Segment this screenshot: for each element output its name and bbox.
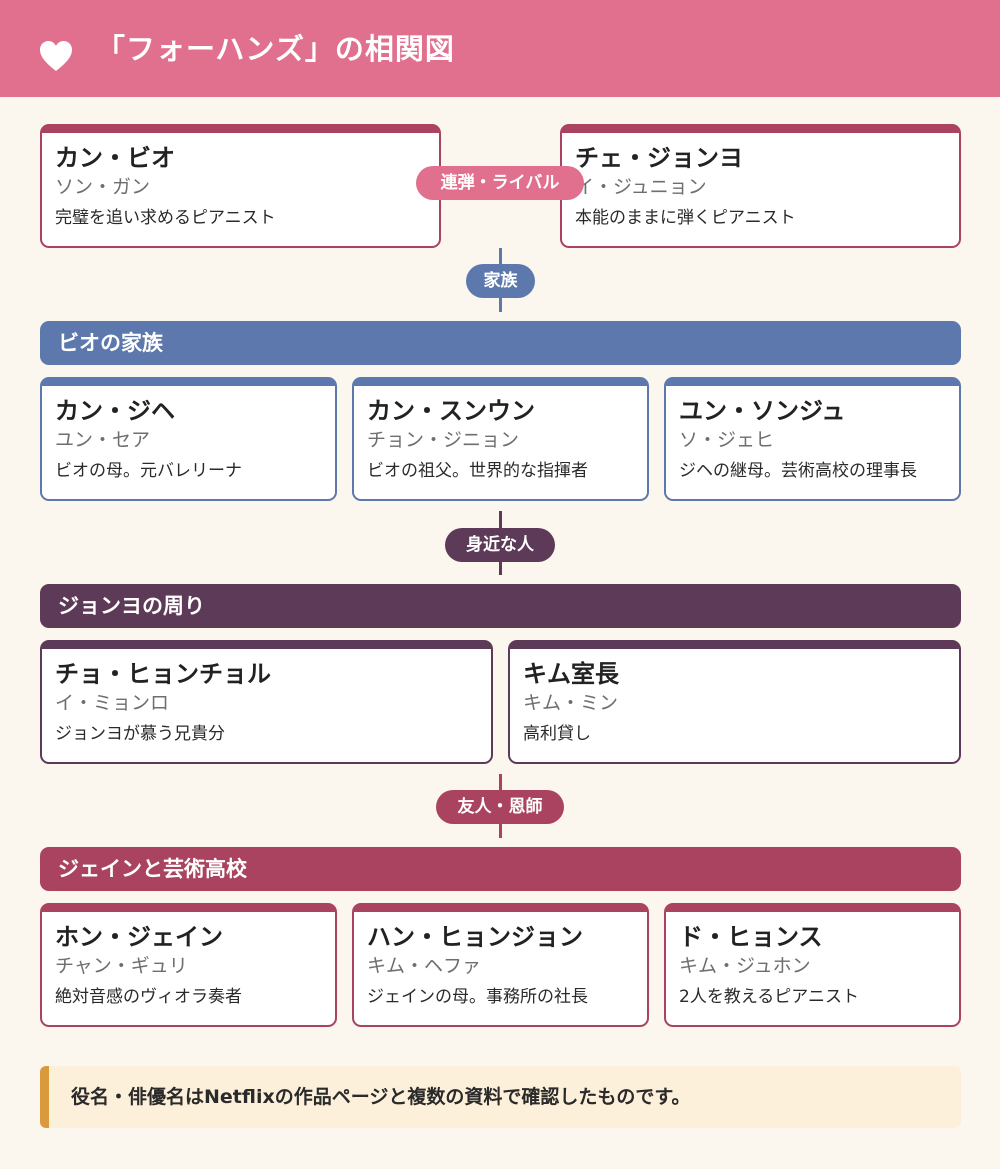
source-note: 役名・俳優名はNetflixの作品ページと複数の資料で確認したものです。: [40, 1066, 961, 1128]
character-card: チョ・ヒョンチョル イ・ミョンロ ジョンヨが慕う兄貴分: [40, 640, 493, 764]
relation-label-family: 家族: [466, 264, 535, 298]
character-name: ユン・ソンジュ: [679, 397, 846, 425]
character-card: ユン・ソンジュ ソ・ジェヒ ジヘの継母。芸術高校の理事長: [664, 377, 961, 501]
character-card-bio: カン・ビオ ソン・ガン 完璧を追い求めるピアニスト: [40, 124, 441, 248]
character-card: ハン・ヒョンジョン キム・ヘファ ジェインの母。事務所の社長: [352, 903, 649, 1027]
actor-name: チョン・ジニョン: [367, 429, 520, 451]
actor-name: ユン・セア: [55, 429, 151, 451]
actor-name: ソ・ジェヒ: [679, 429, 775, 451]
character-description: 高利貸し: [523, 724, 591, 744]
group-header-jaein-school: ジェインと芸術高校: [40, 847, 961, 891]
character-name: キム室長: [523, 660, 619, 688]
actor-name: チャン・ギュリ: [55, 955, 188, 977]
character-name: ホン・ジェイン: [55, 923, 223, 951]
character-card-jeongyeo: チェ・ジョンヨ イ・ジュニョン 本能のままに弾くピアニスト: [560, 124, 961, 248]
character-description: 本能のままに弾くピアニスト: [575, 208, 796, 228]
group-header-jeongyeo-circle: ジョンヨの周り: [40, 584, 961, 628]
actor-name: ソン・ガン: [55, 176, 151, 198]
character-card: カン・スンウン チョン・ジニョン ビオの祖父。世界的な指揮者: [352, 377, 649, 501]
character-description: ジョンヨが慕う兄貴分: [55, 724, 225, 744]
relation-label-rival: 連弾・ライバル: [416, 166, 584, 200]
character-description: ビオの祖父。世界的な指揮者: [367, 461, 588, 481]
character-name: チョ・ヒョンチョル: [55, 660, 271, 688]
actor-name: イ・ミョンロ: [55, 692, 170, 714]
relation-label-friends: 友人・恩師: [436, 790, 564, 824]
character-name: カン・スンウン: [367, 397, 535, 425]
character-card: キム室長 キム・ミン 高利貸し: [508, 640, 961, 764]
character-name: ド・ヒョンス: [679, 923, 823, 951]
character-description: ジェインの母。事務所の社長: [367, 987, 588, 1007]
actor-name: キム・ヘファ: [367, 955, 482, 977]
character-card: ド・ヒョンス キム・ジュホン 2人を教えるピアニスト: [664, 903, 961, 1027]
actor-name: キム・ミン: [523, 692, 619, 714]
character-name: チェ・ジョンヨ: [575, 144, 743, 172]
character-description: ビオの母。元バレリーナ: [55, 461, 242, 481]
group-header-bio-family: ビオの家族: [40, 321, 961, 365]
relation-label-close: 身近な人: [445, 528, 555, 562]
heart-icon: [40, 41, 72, 71]
character-name: ハン・ヒョンジョン: [367, 923, 583, 951]
character-description: 完璧を追い求めるピアニスト: [55, 208, 276, 228]
page-title: 「フォーハンズ」の相関図: [96, 32, 455, 66]
actor-name: キム・ジュホン: [679, 955, 811, 977]
header-banner: 「フォーハンズ」の相関図: [0, 0, 1000, 97]
character-description: 絶対音感のヴィオラ奏者: [55, 987, 242, 1007]
character-card: ホン・ジェイン チャン・ギュリ 絶対音感のヴィオラ奏者: [40, 903, 337, 1027]
character-name: カン・ジヘ: [55, 397, 175, 425]
character-description: ジヘの継母。芸術高校の理事長: [679, 461, 917, 481]
character-name: カン・ビオ: [55, 144, 175, 172]
character-description: 2人を教えるピアニスト: [679, 987, 859, 1007]
character-card: カン・ジヘ ユン・セア ビオの母。元バレリーナ: [40, 377, 337, 501]
actor-name: イ・ジュニョン: [575, 176, 707, 198]
